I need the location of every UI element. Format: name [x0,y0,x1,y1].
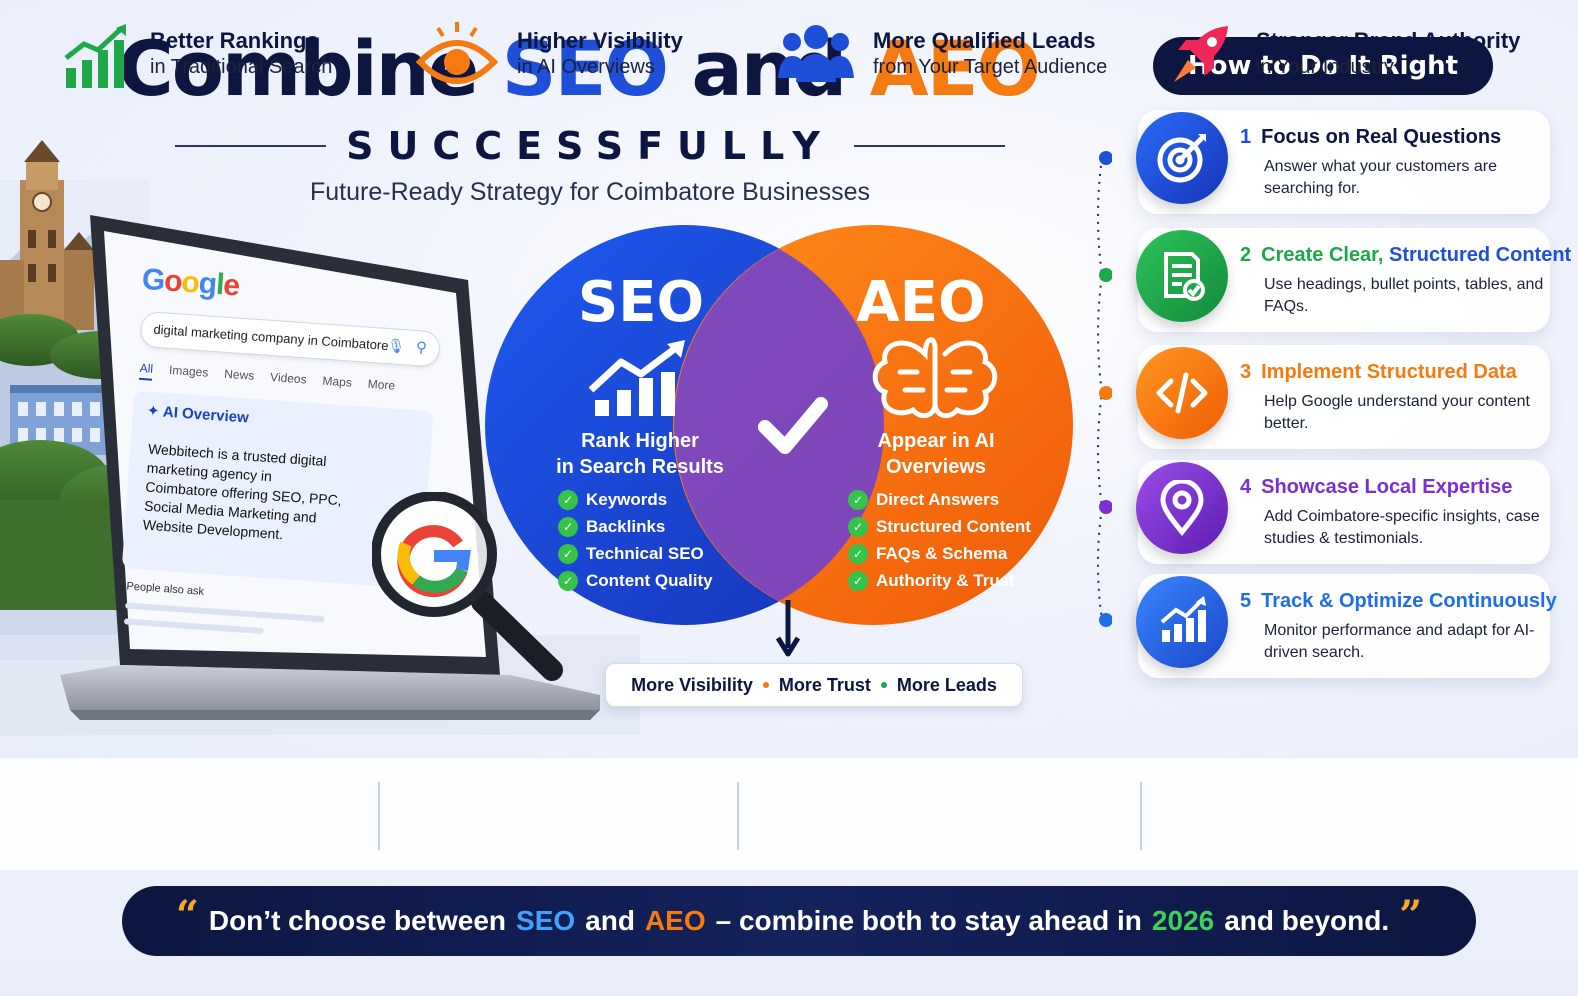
separator-dot [762,682,769,688]
people-also-ask[interactable]: People also ask [126,580,205,598]
check-icon: ✓ [848,516,868,537]
benefit-authority: Stronger Brand Authority in Your Industr… [1166,20,1546,92]
benefit-leads: More Qualified Leads from Your Target Au… [776,20,1136,92]
title-seo: SEO [501,24,669,113]
tab-news[interactable]: News [223,366,255,383]
document-check-icon [1136,230,1228,322]
microphone-icon[interactable]: 🎙 [386,337,406,355]
check-icon: ✓ [558,516,578,537]
separator-dot [880,682,887,688]
benefit-divider [737,782,739,850]
seo-title: SEO [577,270,705,335]
venn-overlap [673,249,885,601]
venn-diagram [485,225,1073,625]
subtitle-line-right [853,145,1006,147]
main-title: Combine SEO and AEO [118,24,1041,113]
tab-images[interactable]: Images [168,362,209,380]
benefits-row [0,758,1578,870]
users-group-icon [778,25,854,82]
eye-icon [416,22,498,84]
subtitle: SUCCESSFULLY [346,124,834,168]
benefit-divider [378,782,380,850]
search-tabs: All Images News Videos Maps More [138,360,396,398]
aeo-list-item: ✓Direct Answers [848,486,1031,513]
quote-banner: “ Don’t choose between SEO and AEO – com… [122,886,1476,956]
quote-close-mark: ” [1399,892,1423,939]
step-5-desc: Monitor performance and adapt for AI-dri… [1264,622,1535,661]
aeo-list: ✓Direct Answers ✓Structured Content ✓FAQ… [848,486,1031,594]
benefit-divider [1140,782,1142,850]
tab-videos[interactable]: Videos [269,369,308,387]
rising-bars-icon [64,24,126,88]
result-leads: More Leads [896,674,997,695]
step-1-desc: Answer what your customers are searching… [1264,158,1497,197]
tab-maps[interactable]: Maps [322,373,353,390]
aeo-list-item: ✓Authority & Trust [848,567,1031,594]
seo-list-item: ✓Backlinks [558,513,713,540]
check-icon: ✓ [558,489,578,510]
search-icon[interactable]: ⚲ [415,339,428,357]
check-icon: ✓ [848,489,868,510]
seo-list: ✓Keywords ✓Backlinks ✓Technical SEO ✓Con… [558,486,713,594]
people-also-ask-placeholder [123,602,325,648]
ai-overview-text: Webbitech is a trusted digital marketing… [142,440,343,543]
benefit-rankings: Better Rankings in Traditional Search [62,20,362,92]
aeo-list-item: ✓FAQs & Schema [848,540,1031,567]
check-icon [758,397,828,454]
title-aeo: AEO [869,24,1041,113]
subtitle-row: SUCCESSFULLY [175,124,1006,168]
check-icon: ✓ [558,570,578,591]
brain-icon [872,337,998,419]
sparkle-icon: ✦ [146,402,160,421]
quote-open-mark: “ [175,892,199,939]
step-2-desc: Use headings, bullet points, tables, and… [1264,276,1544,315]
growth-chart-icon [588,340,685,416]
search-input[interactable]: digital marketing company in Coimbatore … [139,310,442,368]
search-query: digital marketing company in Coimbatore [153,321,390,354]
seo-list-item: ✓Keywords [558,486,713,513]
result-visibility: More Visibility [631,674,753,695]
rocket-icon [1174,26,1228,82]
tab-more[interactable]: More [367,376,396,393]
code-icon [1136,347,1228,439]
step-3-desc: Help Google understand your content bett… [1264,393,1530,432]
check-icon: ✓ [848,570,868,591]
aeo-title: AEO [856,270,986,335]
tab-all[interactable]: All [138,360,154,381]
step-4-desc: Add Coimbatore-specific insights, case s… [1264,508,1540,547]
location-pin-icon [1136,462,1228,554]
benefit-visibility: Higher Visibility in AI Overviews [416,20,716,92]
google-logo: Google [140,262,241,303]
arrow-down-icon [775,600,801,657]
tagline: Future-Ready Strategy for Coimbatore Bus… [310,178,870,206]
steps-timeline [1097,151,1112,627]
check-icon: ✓ [848,543,868,564]
results-pill: More Visibility More Trust More Leads [605,663,1023,707]
target-icon [1136,112,1228,204]
analytics-chart-icon [1136,576,1228,668]
subtitle-line-left [175,145,327,147]
check-icon: ✓ [558,543,578,564]
seo-list-item: ✓Content Quality [558,567,713,594]
result-trust: More Trust [778,674,871,695]
aeo-list-item: ✓Structured Content [848,513,1031,540]
magnifier-google-icon [372,492,563,681]
ai-overview-heading: ✦ AI Overview [146,402,250,427]
seo-list-item: ✓Technical SEO [558,540,713,567]
